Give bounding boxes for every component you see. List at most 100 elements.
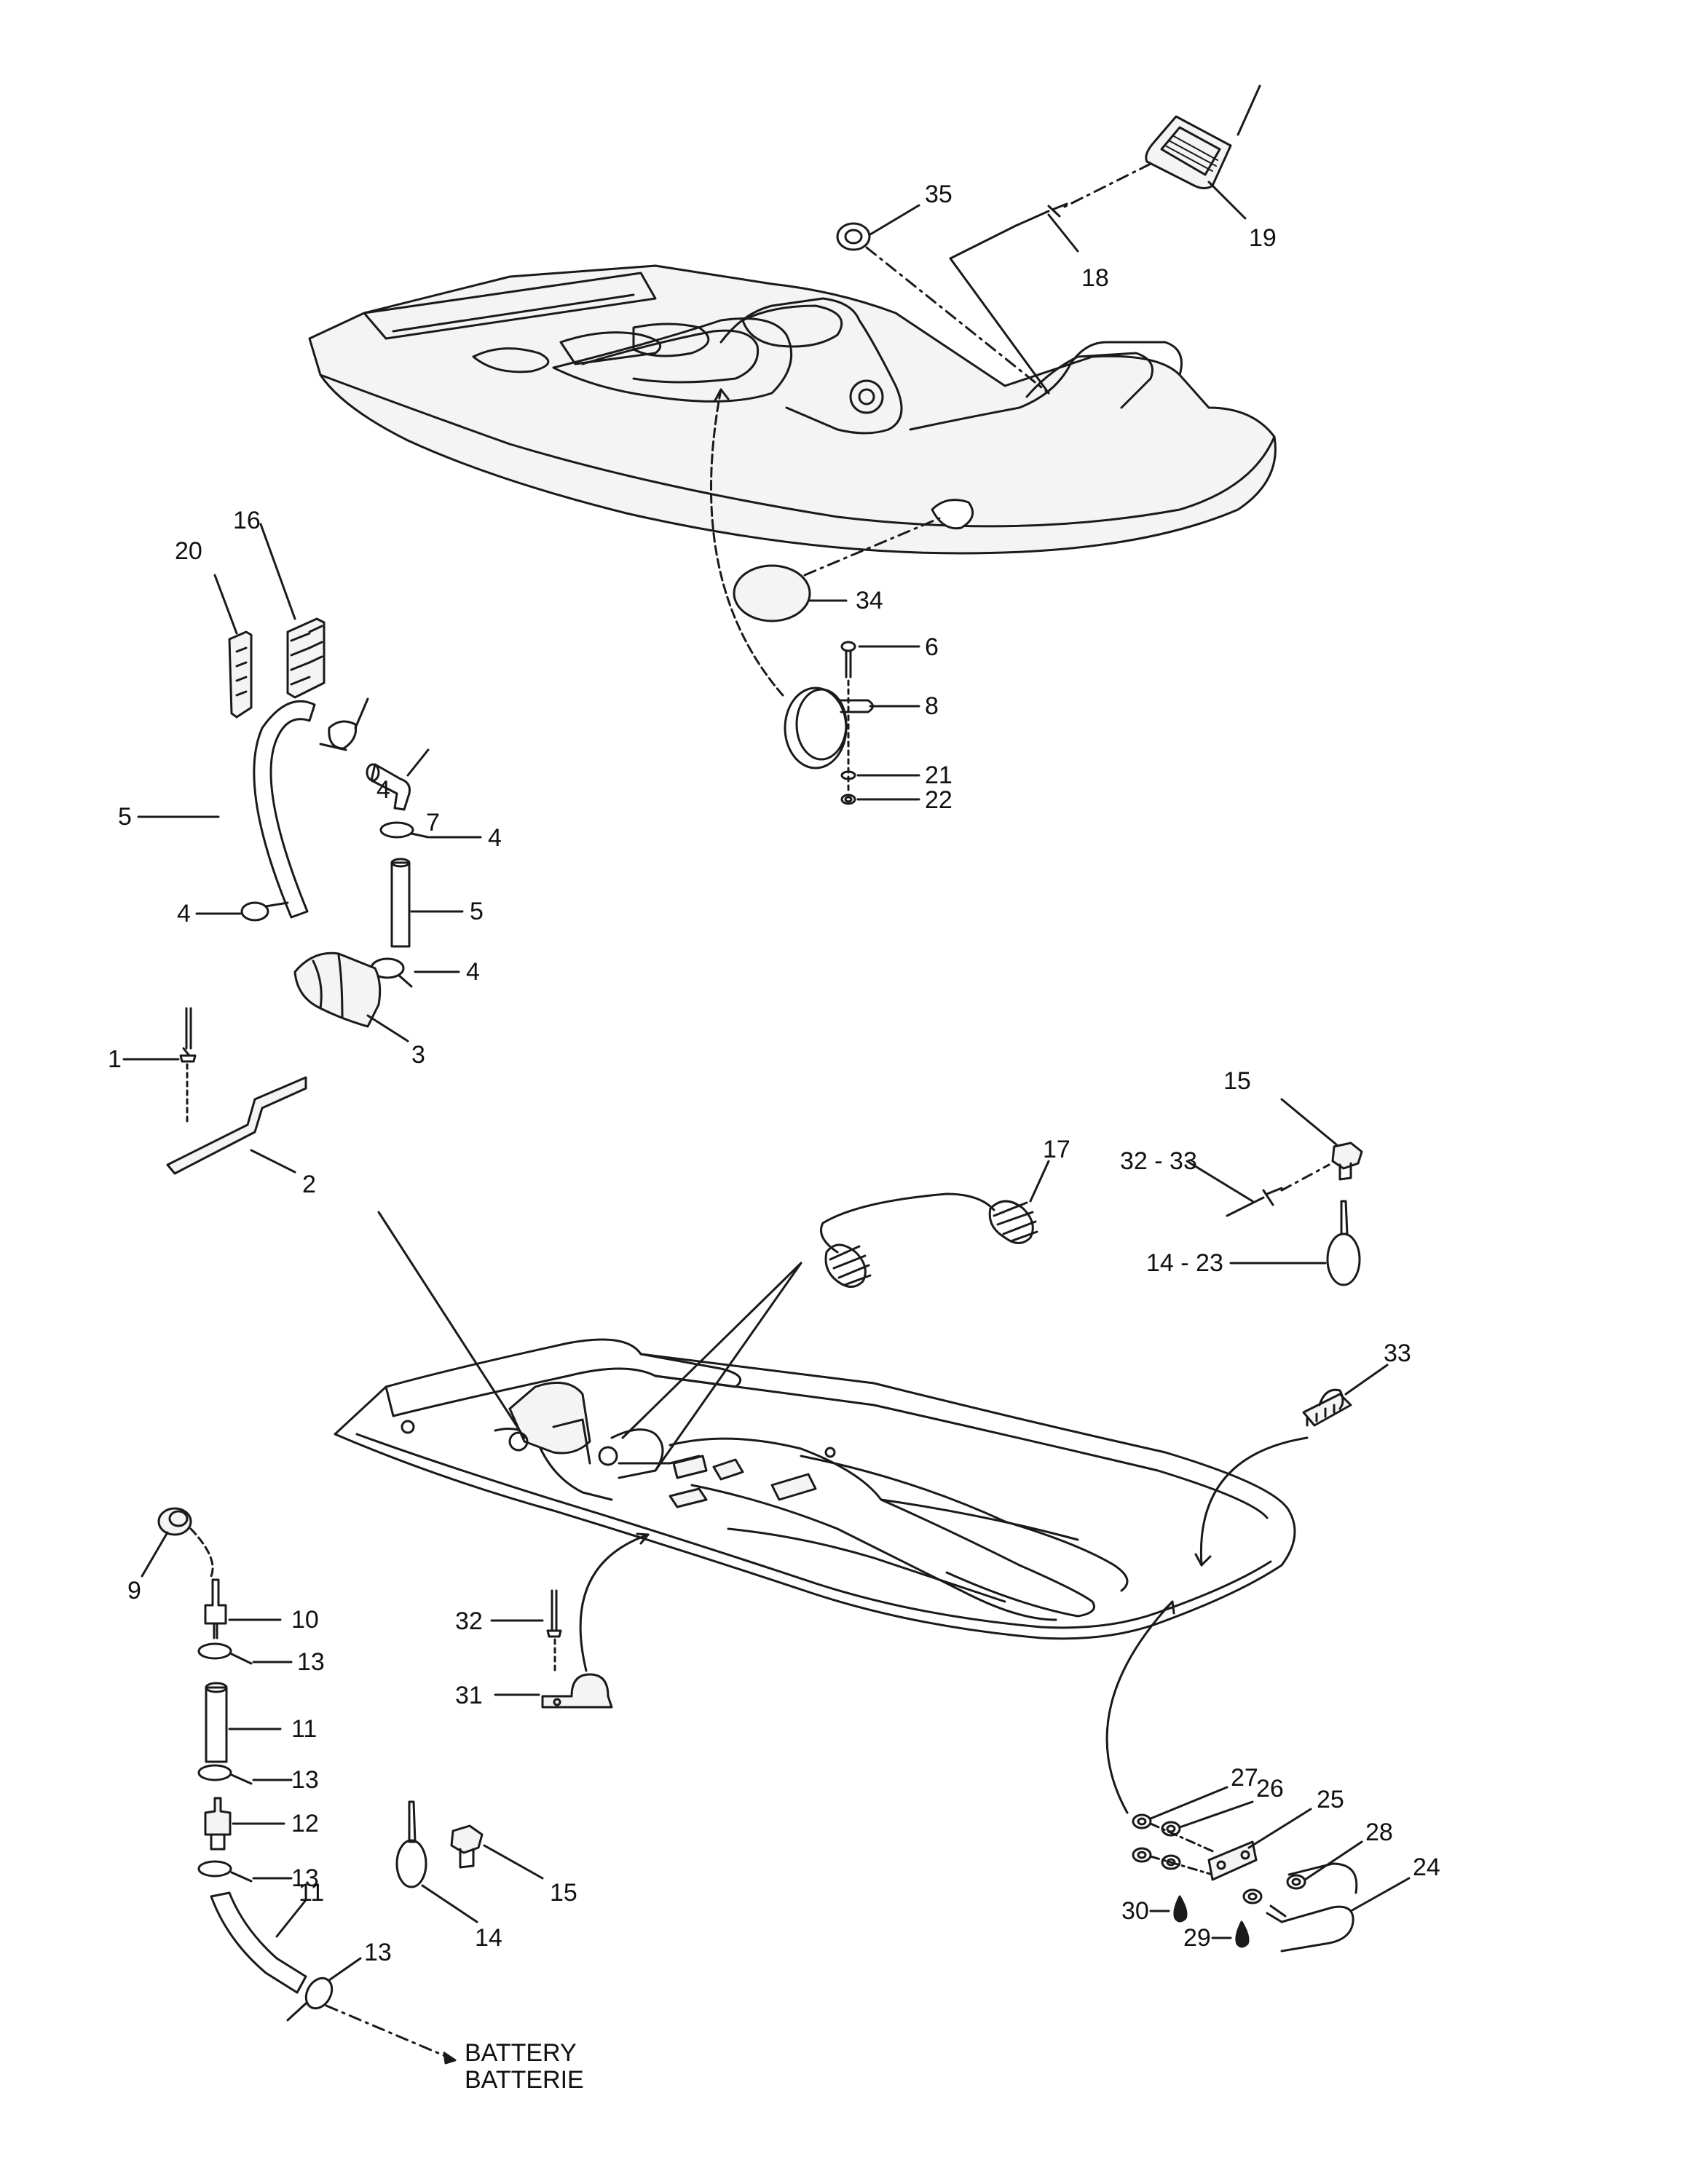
tick-19-dash <box>1237 84 1261 136</box>
part-3-box <box>293 951 382 1028</box>
label-32: 32 <box>455 1607 483 1635</box>
spring-wire <box>820 1192 995 1254</box>
part-14-cable-tie <box>395 1800 427 1888</box>
part-12-valve <box>204 1797 232 1851</box>
part-20-bracket <box>228 630 253 719</box>
part-5-hose-long <box>253 700 316 919</box>
tick-18 <box>949 224 1017 260</box>
label-6: 6 <box>925 633 939 661</box>
part-16-fuse-block <box>286 617 326 699</box>
part-35-grommet <box>836 222 871 251</box>
tick-15-bottom <box>483 1844 544 1880</box>
tick-11b <box>275 1899 307 1938</box>
label-8: 8 <box>925 692 939 720</box>
leader-31-hull <box>579 1533 650 1672</box>
label-17: 17 <box>1043 1136 1070 1163</box>
part-32-33-rivet <box>1226 1187 1283 1217</box>
part-11a-hose <box>205 1682 228 1763</box>
label-32-33: 32 - 33 <box>1120 1147 1197 1175</box>
label-14-23: 14 - 23 <box>1146 1249 1223 1277</box>
leader-8-deck <box>709 388 784 697</box>
part-10-fitting <box>204 1578 227 1639</box>
label-30: 30 <box>1121 1897 1149 1925</box>
label-11a: 11 <box>291 1715 318 1743</box>
label-19: 19 <box>1249 224 1277 252</box>
part-34-plug <box>733 564 811 622</box>
leader-2-hull <box>377 1211 526 1439</box>
label-1: 1 <box>108 1045 122 1073</box>
part-33-holder <box>1302 1388 1352 1427</box>
part-25-plate <box>1207 1840 1258 1881</box>
tick-19 <box>1207 181 1247 220</box>
label-26: 26 <box>1256 1775 1284 1803</box>
tick-28 <box>1304 1840 1363 1881</box>
part-13c-clamp <box>197 1860 253 1883</box>
part-4b-clamp <box>379 821 430 839</box>
leader-19 <box>1062 162 1152 209</box>
tick-4a <box>354 697 369 729</box>
part-13d-clamp <box>286 1977 334 2022</box>
part-27-washers <box>1132 1813 1152 1863</box>
part-17-spring-a <box>824 1243 872 1288</box>
label-29: 29 <box>1183 1924 1211 1952</box>
label-11b: 11 <box>299 1879 325 1907</box>
arrow-battery <box>443 2052 457 2065</box>
tick-3 <box>366 1014 409 1042</box>
label-2: 2 <box>302 1171 316 1198</box>
tick-7 <box>406 748 430 777</box>
part-11b-hose <box>210 1891 307 1994</box>
label-4c: 4 <box>177 900 191 927</box>
tick-20 <box>213 574 238 635</box>
part-4a-clamp <box>319 720 358 751</box>
part-17-spring-b <box>988 1200 1038 1244</box>
label-4d: 4 <box>466 958 480 986</box>
tick-15-top <box>1280 1098 1338 1146</box>
label-13a: 13 <box>297 1648 325 1676</box>
battery-label-fr: BATTERIE <box>465 2065 584 2094</box>
tick-24 <box>1349 1877 1411 1912</box>
part-2-bracket <box>166 1076 307 1175</box>
tick-17 <box>1029 1160 1050 1203</box>
label-5b: 5 <box>470 898 484 925</box>
part-31-clip <box>541 1673 613 1709</box>
leader-washers <box>1149 1822 1218 1876</box>
tick-9 <box>141 1531 169 1578</box>
part-9-cap <box>157 1507 192 1536</box>
leader-33-hull <box>1199 1436 1309 1567</box>
arrow-hardware <box>1162 1600 1175 1615</box>
label-4a: 4 <box>376 776 390 804</box>
label-9: 9 <box>127 1577 141 1605</box>
battery-callout: BATTERY BATTERIE <box>465 2040 584 2093</box>
label-14: 14 <box>475 1924 502 1952</box>
label-33: 33 <box>1384 1340 1411 1367</box>
battery-label-en: BATTERY <box>465 2039 577 2067</box>
leader-9 <box>189 1527 214 1578</box>
label-20: 20 <box>175 537 202 565</box>
leader-battery <box>325 2004 457 2062</box>
tick-13d <box>328 1957 362 1982</box>
part-1-rivet <box>179 1007 197 1063</box>
label-16: 16 <box>233 507 261 534</box>
label-28: 28 <box>1365 1819 1393 1846</box>
arrow-31 <box>636 1532 650 1545</box>
label-15-bottom: 15 <box>550 1879 577 1907</box>
tick-18b <box>1047 213 1079 253</box>
hull-body <box>334 1338 1296 1640</box>
label-13d: 13 <box>364 1939 392 1966</box>
label-31: 31 <box>455 1682 483 1709</box>
label-12: 12 <box>291 1810 319 1837</box>
tick-14 <box>421 1884 478 1923</box>
part-8-ring <box>784 687 874 769</box>
part-30-sealant-drop <box>1173 1895 1188 1923</box>
leader-34 <box>803 517 941 577</box>
label-10: 10 <box>291 1606 319 1634</box>
label-35: 35 <box>925 181 953 208</box>
part-6-screw <box>840 641 856 678</box>
part-28-washers <box>1242 1874 1306 1904</box>
part-4c-clamp <box>240 901 289 922</box>
tick-25 <box>1247 1808 1312 1849</box>
part-13a-clamp <box>197 1642 253 1665</box>
label-13c: 13 <box>291 1864 319 1892</box>
label-25: 25 <box>1317 1786 1344 1813</box>
tick-27 <box>1149 1786 1228 1820</box>
